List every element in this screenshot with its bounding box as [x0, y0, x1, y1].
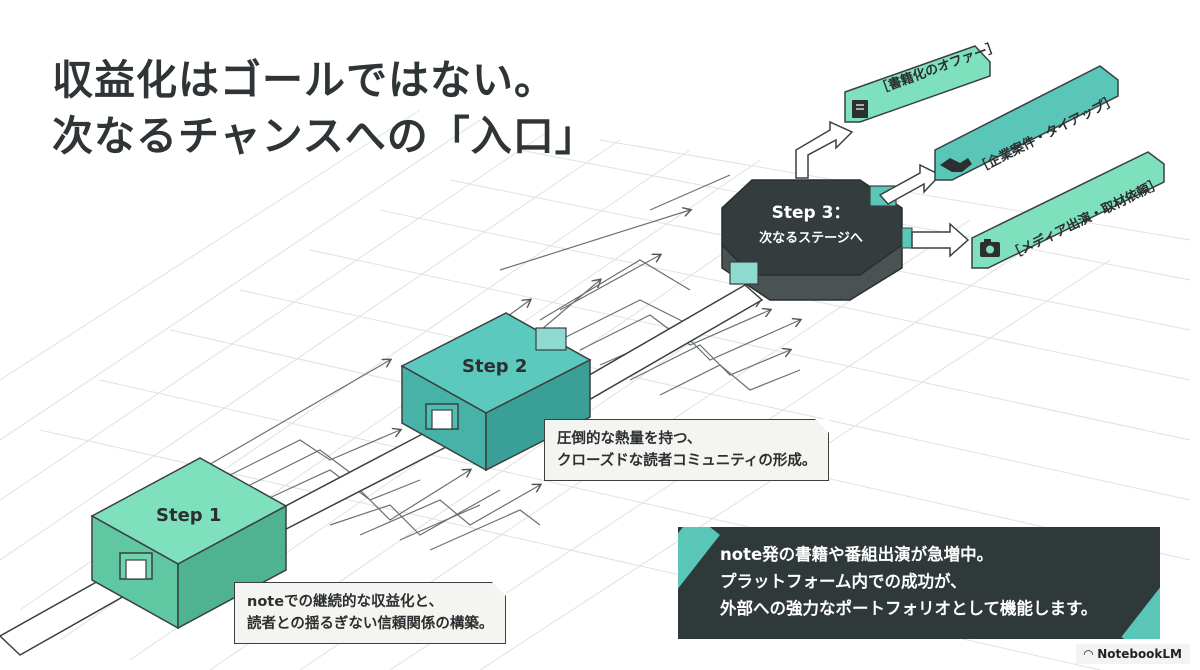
- step1-callout-line2: 読者との揺るぎない信頼関係の構築。: [247, 616, 494, 632]
- step2-block: [400, 312, 592, 472]
- step3-label-title: Step 3：: [771, 203, 851, 223]
- info-box: note発の書籍や番組出演が急増中。 プラットフォーム内での成功が、 外部への強…: [678, 527, 1160, 639]
- info-box-accent-bottom: [1121, 580, 1160, 639]
- pipes: [0, 284, 764, 656]
- title-line-2: 次なるチャンスへの「入口」: [52, 112, 597, 160]
- step1-callout-line1: noteでの継続的な収益化と、: [247, 594, 443, 610]
- book-icon: [852, 100, 868, 118]
- step1-label: Step 1: [156, 505, 222, 526]
- step2-callout-line1: 圧倒的な熱量を持つ、: [557, 431, 702, 447]
- outcome-tags: [844, 45, 1165, 269]
- step3-label-sub: 次なるステージへ: [759, 231, 863, 246]
- step2-label: Step 2: [462, 356, 528, 377]
- title-line-1: 収益化はゴールではない。: [52, 56, 556, 104]
- step2-callout-line2: クローズドな読者コミュニティの形成。: [557, 453, 817, 469]
- info-line-2: プラットフォーム内での成功が、: [720, 572, 967, 591]
- brand-badge: ◠ NotebookLM: [1075, 644, 1190, 664]
- camera-icon: [980, 239, 1000, 257]
- step2-callout: 圧倒的な熱量を持つ、 クローズドな読者コミュニティの形成。: [544, 419, 830, 481]
- page-title: 収益化はゴールではない。 次なるチャンスへの「入口」: [52, 52, 597, 164]
- step1-callout: noteでの継続的な収益化と、 読者との揺るぎない信頼関係の構築。: [234, 582, 507, 644]
- brand-name: NotebookLM: [1097, 647, 1182, 661]
- notebooklm-logo-icon: ◠: [1083, 647, 1098, 661]
- outcome-arrows: [795, 120, 970, 258]
- step3-label: Step 3： 次なるステージへ: [736, 198, 886, 246]
- step1-block: [90, 457, 288, 630]
- info-line-1: note発の書籍や番組出演が急増中。: [720, 545, 994, 564]
- info-line-3: 外部への強力なポートフォリオとして機能します。: [720, 599, 1098, 618]
- handshake-icon: [940, 158, 972, 172]
- info-box-accent-top: [678, 527, 720, 591]
